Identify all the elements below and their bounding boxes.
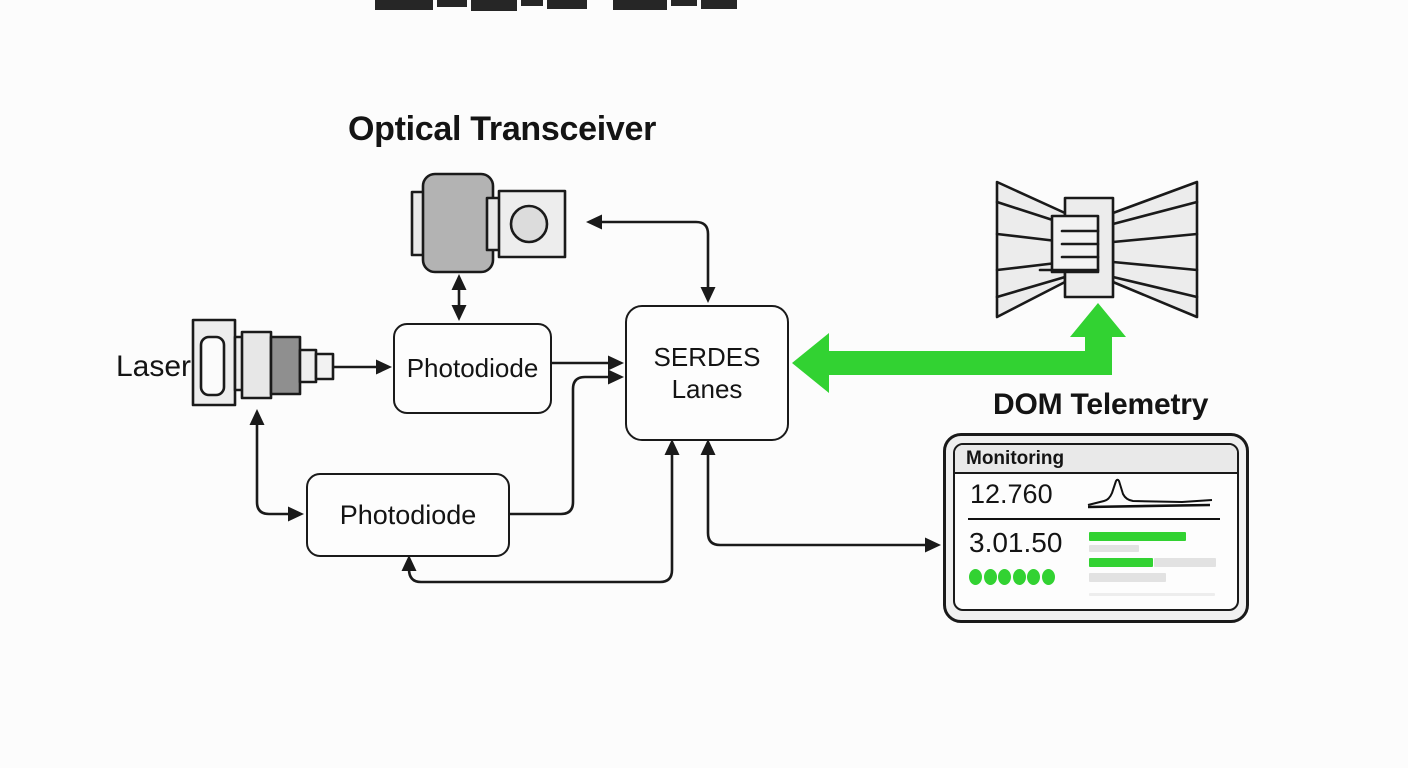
serdes-label-line2: Lanes — [671, 374, 743, 404]
laser-label: Laser — [116, 350, 192, 383]
photodiode2-serdes-bottom-line — [407, 451, 674, 584]
dsp-fanout-icon — [995, 180, 1199, 319]
panel-header: Monitoring — [955, 445, 1237, 474]
green-dot — [998, 569, 1011, 585]
serdes-lanes-box: SERDES Lanes — [625, 305, 789, 441]
telemetry-bar — [1089, 573, 1166, 582]
photodiode-bottom-label: Photodiode — [339, 499, 477, 530]
telemetry-panel: Monitoring 12.760 3.01.50 — [953, 443, 1239, 611]
sparkline-chart — [1087, 478, 1213, 509]
green-dot — [969, 569, 982, 585]
telemetry-bar — [1089, 593, 1215, 596]
telemetry-bar — [1089, 545, 1139, 552]
connector-lines — [255, 220, 929, 584]
subassembly-serdes-line — [598, 220, 710, 291]
green-dot — [1027, 569, 1040, 585]
serdes-to-panel-line — [706, 451, 929, 547]
serdes-label-line1: SERDES — [653, 341, 761, 372]
photodiode-bottom-box: Photodiode — [306, 473, 510, 557]
photodiode-top-box: Photodiode — [393, 323, 552, 414]
telemetry-bar — [1089, 532, 1186, 541]
green-dot — [1041, 569, 1055, 585]
diagram-title: Optical Transceiver — [348, 110, 657, 148]
cropped-text-artifact — [375, 0, 737, 12]
indicator-dots — [969, 569, 1055, 585]
telemetry-reading-primary: 12.760 — [970, 479, 1053, 509]
telemetry-bar-trail — [1154, 558, 1216, 567]
arrowheads — [249, 214, 941, 571]
green-dot — [983, 569, 997, 585]
panel-divider — [968, 518, 1220, 521]
green-telemetry-arrow — [792, 303, 1126, 393]
photodiode-top-label: Photodiode — [406, 353, 539, 383]
telemetry-bars — [1089, 529, 1221, 599]
optical-subassembly-icon — [410, 172, 567, 274]
photodiode2-to-serdes-line — [504, 375, 612, 516]
green-dot — [1012, 569, 1026, 585]
telemetry-reading-secondary: 3.01.50 — [969, 527, 1063, 558]
telemetry-bar — [1089, 558, 1153, 567]
laser-icon — [191, 318, 335, 407]
dom-telemetry-label: DOM Telemetry — [993, 388, 1209, 421]
laser-photodiode2-line — [255, 421, 292, 516]
